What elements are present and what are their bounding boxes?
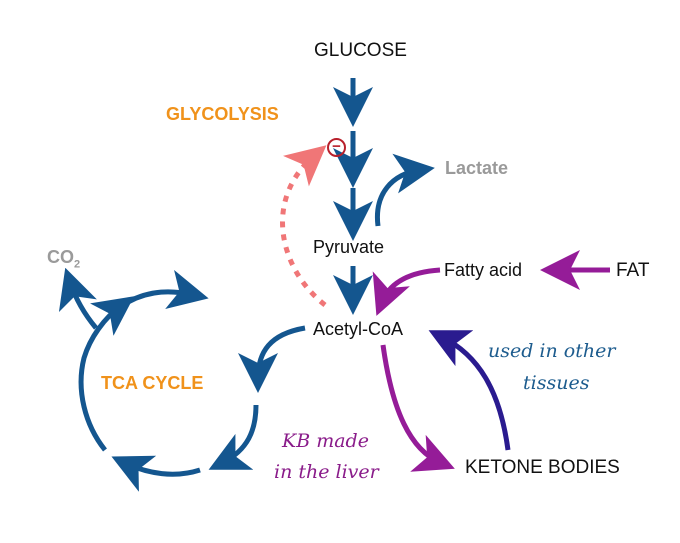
acetylcoa-to-ketone-arrow [380,344,455,472]
used-in-other-label: used in other [488,340,616,362]
tissues-label: tissues [523,372,590,394]
tca-arc-bottom [111,455,201,492]
tca-cycle-label: TCA CYCLE [101,373,204,393]
kb-made-label: KB made [282,430,369,452]
inhibition-icon: − [327,138,346,157]
fattyacid-to-acetylcoa-arrow [372,267,441,316]
tca-arc-right-lower [208,404,259,470]
acetylcoa-to-tca-arrow [238,325,306,393]
co2-main: CO [47,247,74,267]
in-the-liver-label: in the liver [274,461,379,483]
tca-arc-top [126,269,209,309]
tca-arc-left [78,296,135,452]
ketone-to-acetylcoa-arrow [428,330,511,451]
tca-to-co2-arrow [58,267,98,330]
fatty-acid-label: Fatty acid [444,260,523,280]
lactate-label: Lactate [445,158,509,178]
pyruvate-to-lactate-arrow [374,153,435,227]
acetyl-coa-label: Acetyl-CoA [313,319,404,339]
co2-label: CO2 [47,247,80,271]
glucose-label: GLUCOSE [314,40,407,61]
ketone-bodies-label: KETONE BODIES [465,457,620,478]
feedback-inhibition-arrow [280,145,327,307]
pyruvate-label: Pyruvate [313,237,385,257]
co2-subscript: 2 [74,258,81,271]
glycolysis-label: GLYCOLYSIS [166,104,279,124]
fat-label: FAT [616,260,650,281]
